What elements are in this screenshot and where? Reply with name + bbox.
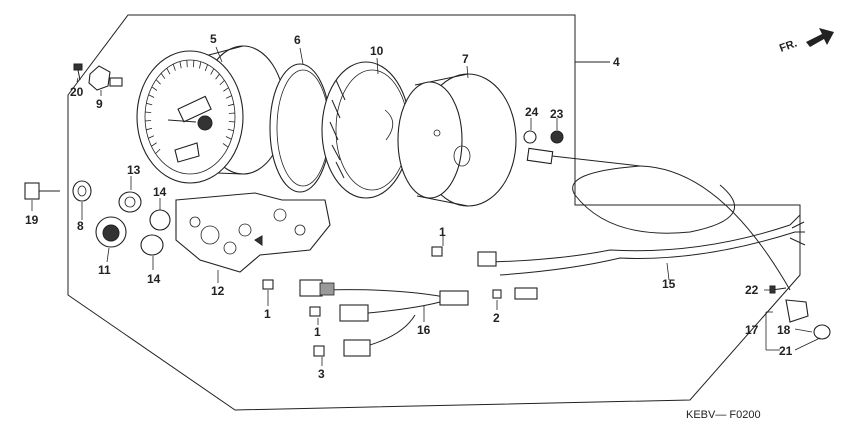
bulb-1a	[262, 279, 274, 290]
callout-8: 8	[77, 219, 84, 233]
speedometer-cable	[526, 147, 791, 291]
gauge-tick	[172, 64, 176, 71]
bulb-1c	[431, 246, 443, 257]
gauge-tick	[227, 128, 234, 132]
cover-ring	[269, 63, 331, 193]
gauge-tick	[146, 127, 153, 131]
bolt-19	[24, 182, 60, 200]
gauge-tick	[155, 148, 161, 154]
indicator-panel-12	[175, 192, 331, 273]
screw-22	[769, 285, 787, 294]
grommet-8	[72, 180, 92, 202]
nut-24	[523, 130, 537, 144]
callout-12: 12	[211, 284, 225, 298]
callout-1b: 1	[314, 325, 321, 339]
front-direction-arrow-icon: FR.	[778, 28, 834, 55]
gauge-tick	[215, 73, 220, 80]
callout-23: 23	[550, 107, 564, 121]
callout-10: 10	[370, 44, 384, 58]
gauge-tick	[145, 111, 152, 114]
meter-case	[397, 73, 517, 207]
callout-7: 7	[462, 52, 469, 66]
nut-23	[550, 130, 564, 144]
callout-13: 13	[127, 163, 141, 177]
callout-2: 2	[493, 311, 500, 325]
gauge-tick	[160, 73, 166, 79]
callout-leaders	[31, 46, 821, 366]
callout-numbers: 5 6 10 7 4 20 9 13 14 19 8 11 14 12 1 1 …	[25, 32, 793, 381]
washer-21	[813, 324, 831, 340]
gauge-tick	[210, 68, 215, 75]
gauge-tick	[222, 143, 229, 148]
gauge-tick	[151, 86, 158, 91]
gauge-tick	[225, 95, 232, 99]
assembly-boundary	[67, 14, 801, 411]
callout-9: 9	[96, 97, 103, 111]
callout-15: 15	[662, 277, 676, 291]
gauge-tick	[193, 60, 195, 68]
screw-20	[73, 63, 83, 81]
speedometer-tick-marks	[145, 60, 235, 154]
wire-harness-15	[477, 214, 806, 300]
callout-3: 3	[318, 367, 325, 381]
bulb-3	[313, 345, 325, 357]
seal-11	[95, 216, 127, 248]
callout-1a: 1	[264, 307, 271, 321]
gauge-tick	[148, 94, 155, 98]
callout-20: 20	[70, 85, 84, 99]
bulb-2	[492, 289, 502, 299]
gauge-tick	[146, 102, 153, 106]
callout-6: 6	[294, 33, 301, 47]
callout-11: 11	[98, 263, 111, 277]
bulb-14b	[140, 234, 164, 256]
bulb-1b	[309, 306, 321, 317]
gauge-tick	[199, 61, 202, 69]
callout-14a: 14	[153, 185, 167, 199]
callout-14b: 14	[147, 272, 161, 286]
callout-19: 19	[25, 213, 39, 227]
gauge-tick	[223, 87, 229, 92]
meter-bezel	[321, 61, 411, 199]
gauge-tick	[166, 67, 171, 75]
callout-21: 21	[779, 344, 793, 358]
bulb-socket-9	[88, 65, 123, 91]
callout-24: 24	[525, 105, 539, 119]
gauge-tick	[179, 61, 182, 69]
callout-17: 17	[745, 323, 759, 337]
cable-end-18	[785, 299, 809, 323]
grommet-13	[118, 191, 142, 213]
gauge-tick	[151, 142, 157, 147]
gauge-tick	[225, 136, 232, 140]
callout-16: 16	[417, 323, 431, 337]
gauge-tick	[219, 80, 225, 86]
wire-harness-16	[299, 279, 469, 357]
gauge-tick	[155, 79, 161, 85]
callout-1c: 1	[439, 225, 446, 239]
diagram-code: KEBV— F0200	[686, 409, 761, 421]
callout-18: 18	[777, 323, 791, 337]
gauge-tick	[228, 120, 235, 123]
gauge-tick	[227, 103, 234, 107]
gauge-tick	[148, 135, 155, 139]
bulb-14a	[149, 209, 171, 231]
callout-5: 5	[210, 32, 217, 46]
direction-label: FR.	[778, 37, 799, 54]
speedometer-gauge	[136, 45, 286, 184]
callout-4: 4	[613, 55, 620, 69]
gauge-tick	[204, 64, 208, 72]
callout-22: 22	[745, 283, 759, 297]
